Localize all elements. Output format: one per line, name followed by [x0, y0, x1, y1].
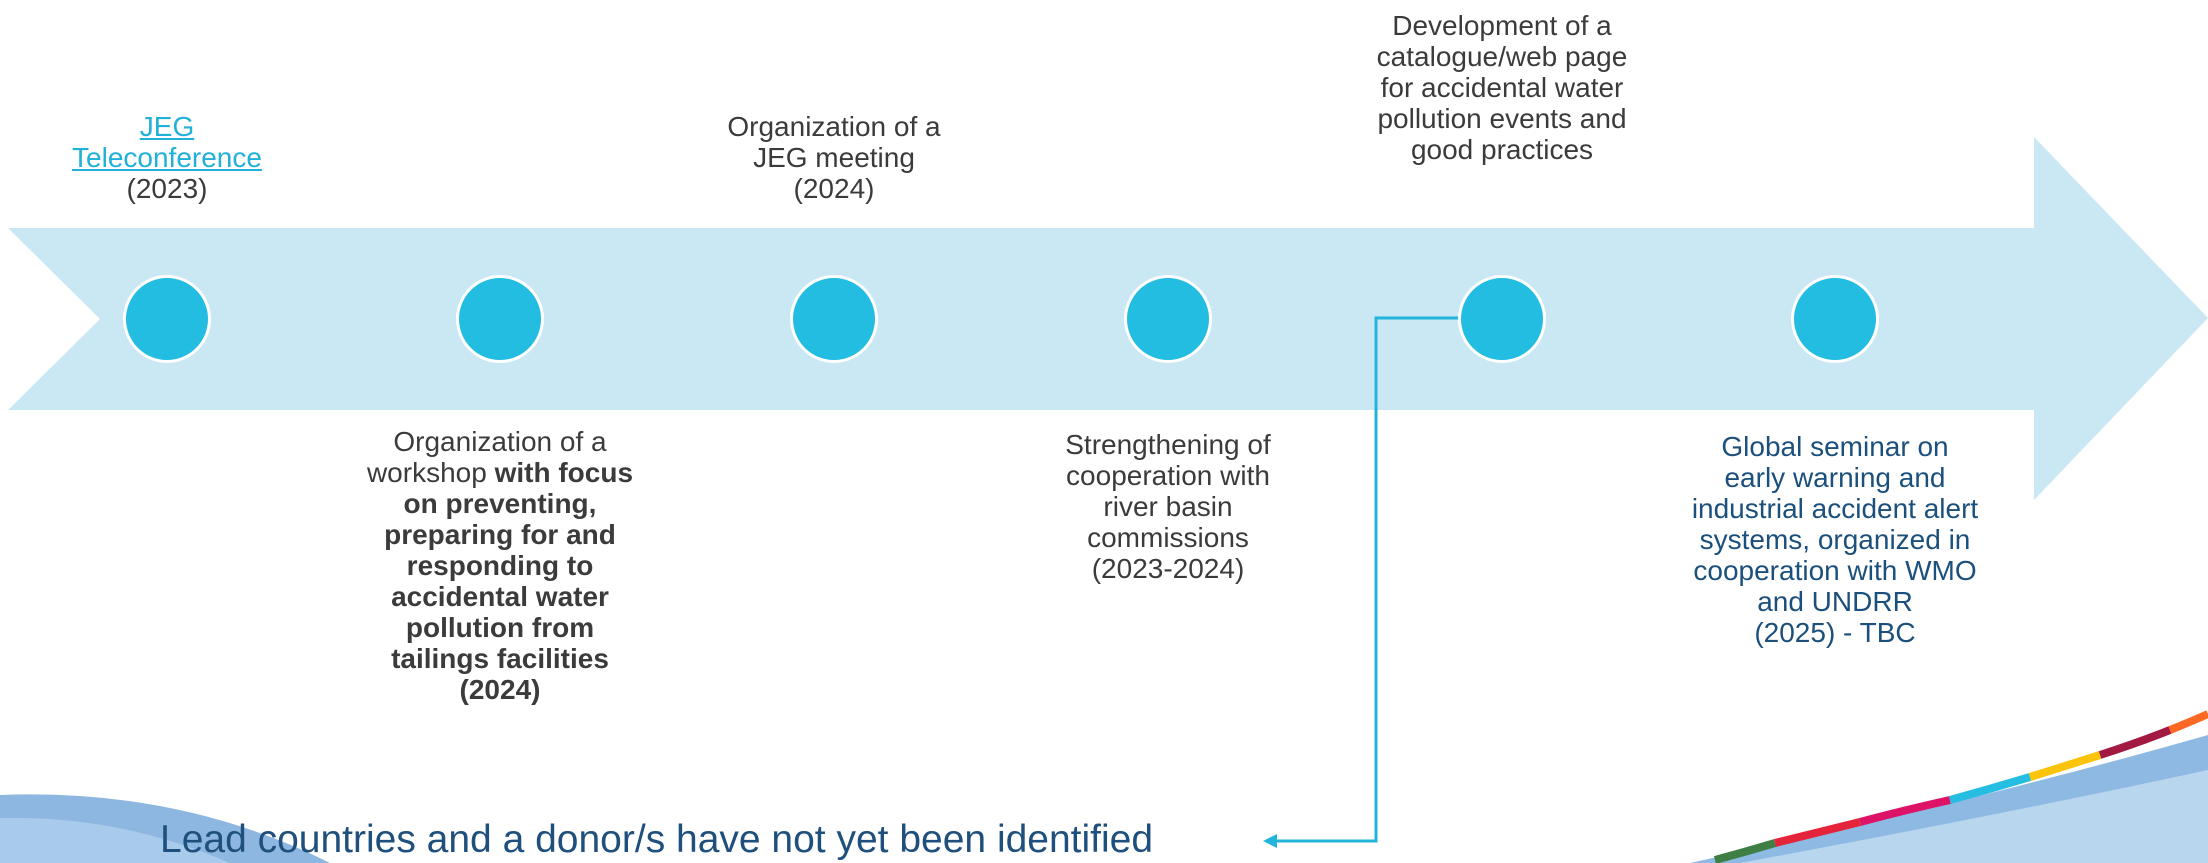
- sdg-color-stripe: [1713, 710, 2208, 863]
- jeg-teleconference-link[interactable]: JEG Teleconference: [72, 111, 262, 173]
- milestone-dot-2: [456, 275, 544, 363]
- event-label-1: JEG Teleconference (2023): [47, 111, 287, 204]
- timeline-arrow: [8, 137, 2208, 500]
- event-year-6: (2025) - TBC: [1754, 617, 1916, 648]
- connector-line: [1270, 316, 1462, 843]
- milestone-dot-4: [1124, 275, 1212, 363]
- milestone-dot-5: [1458, 275, 1546, 363]
- event-text-4: Strengthening of cooperation with river …: [1065, 429, 1271, 553]
- event-text-6: Global seminar on early warning and indu…: [1691, 431, 1979, 617]
- lead-countries-note: Lead countries and a donor/s have not ye…: [160, 818, 1154, 861]
- connector-arrowhead: [1263, 834, 1277, 848]
- event-year-3: (2024): [793, 173, 875, 204]
- event-label-6: Global seminar on early warning and indu…: [1690, 431, 1980, 648]
- bottom-left-wave-light: [0, 817, 230, 863]
- event-label-3: Organization of a JEG meeting (2024): [704, 111, 964, 204]
- event-label-4: Strengthening of cooperation with river …: [1043, 429, 1293, 584]
- event-text-5: Development of a catalogue/web page for …: [1376, 10, 1628, 165]
- event-text-2-bold: with focus on preventing, preparing for …: [384, 457, 634, 705]
- event-year-1: (2023): [126, 173, 208, 204]
- milestone-dot-3: [790, 275, 878, 363]
- event-label-5: Development of a catalogue/web page for …: [1357, 10, 1647, 165]
- event-text-3: Organization of a JEG meeting: [727, 111, 941, 173]
- event-year-4: (2023-2024): [1091, 553, 1245, 584]
- bottom-right-wave-light: [1740, 770, 2208, 863]
- milestone-dot-1: [123, 275, 211, 363]
- event-text-2: Organization of a workshop: [366, 426, 607, 488]
- event-label-2: Organization of a workshop with focus on…: [355, 426, 645, 705]
- milestone-dot-6: [1791, 275, 1879, 363]
